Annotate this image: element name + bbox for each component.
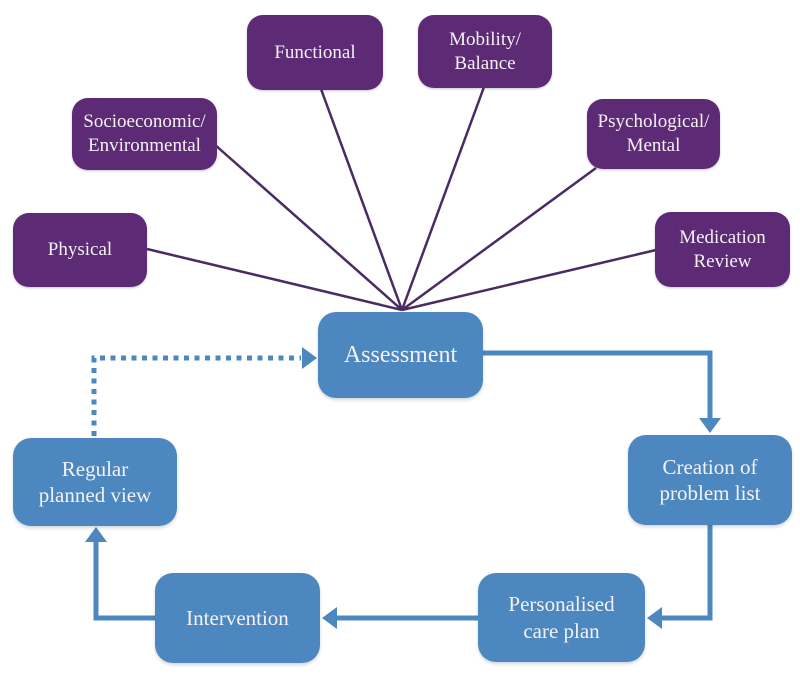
node-intervention-label: Intervention	[186, 605, 289, 630]
node-creation-of-problem-list: Creation of problem list	[628, 435, 792, 525]
node-functional: Functional	[247, 15, 383, 90]
connector-medication-to-assessment	[401, 248, 657, 312]
node-medication: Medication Review	[655, 212, 790, 287]
node-mobility-label: Mobility/ Balance	[449, 28, 521, 74]
arrow-assessment-to-creation	[483, 350, 721, 433]
node-regular-planned-view: Regular planned view	[13, 438, 177, 526]
node-physical: Physical	[13, 213, 147, 287]
node-psychological: Psychological/ Mental	[587, 99, 720, 169]
node-socioeconomic: Socioeconomic/ Environmental	[72, 98, 217, 170]
arrow-intervention-to-regular	[85, 527, 155, 621]
node-physical-label: Physical	[47, 239, 113, 261]
node-personalised-label: Personalised care plan	[508, 592, 615, 643]
connector-socioeconomic-to-assessment	[213, 143, 403, 311]
arrow-regular-to-assessment-dotted	[91, 347, 317, 436]
arrow-personalised-to-intervention	[322, 607, 478, 629]
node-psychological-label: Psychological/ Mental	[597, 111, 710, 156]
connector-psychological-to-assessment	[401, 166, 597, 312]
node-functional-label: Functional	[274, 41, 356, 63]
node-medication-label: Medication Review	[679, 226, 766, 272]
node-regular-label: Regular planned view	[38, 456, 152, 507]
node-creation-label: Creation of problem list	[659, 454, 761, 505]
connector-mobility-to-assessment	[400, 86, 486, 311]
node-intervention: Intervention	[155, 573, 320, 663]
node-assessment: Assessment	[318, 312, 483, 398]
node-personalised-care-plan: Personalised care plan	[478, 573, 645, 662]
arrow-creation-to-personalised	[647, 525, 713, 629]
node-mobility: Mobility/ Balance	[418, 15, 552, 88]
node-socioeconomic-label: Socioeconomic/ Environmental	[83, 111, 206, 156]
connector-physical-to-assessment	[146, 247, 403, 312]
connector-functional-to-assessment	[319, 88, 404, 311]
node-assessment-label: Assessment	[343, 342, 458, 368]
